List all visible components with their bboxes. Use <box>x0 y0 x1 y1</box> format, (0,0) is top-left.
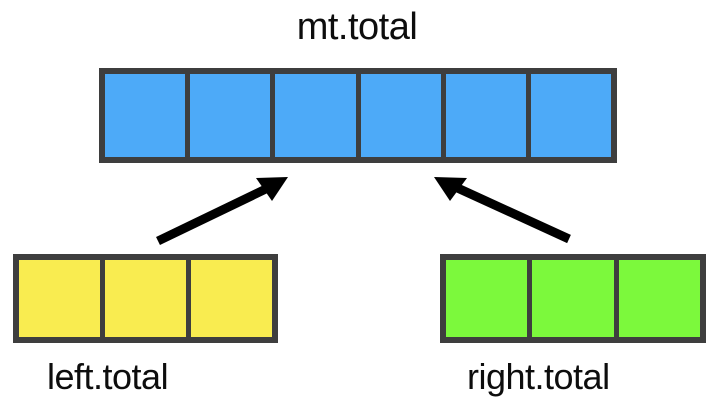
arrow-right-to-mt <box>434 177 571 244</box>
array-cell <box>445 74 531 157</box>
array-mt-total <box>99 68 617 163</box>
array-cell <box>530 74 612 157</box>
arrow-shaft <box>156 181 274 246</box>
array-left-total <box>13 254 278 343</box>
arrow-left-to-mt <box>156 177 288 246</box>
array-cell <box>19 260 105 337</box>
array-cell <box>532 260 619 337</box>
array-cell <box>360 74 446 157</box>
array-cell <box>618 260 700 337</box>
array-right-total <box>440 254 706 343</box>
array-cell <box>275 74 361 157</box>
arrow-shaft <box>449 180 571 244</box>
array-label-left-total: left.total <box>47 356 169 397</box>
array-cell <box>190 74 276 157</box>
arrow-head <box>256 177 288 201</box>
arrow-head <box>434 177 467 201</box>
array-cell <box>446 260 533 337</box>
array-cell <box>105 74 191 157</box>
array-label-right-total: right.total <box>467 356 610 397</box>
array-cell <box>105 260 191 337</box>
array-label-mt-total: mt.total <box>296 6 418 48</box>
array-cell <box>191 260 272 337</box>
